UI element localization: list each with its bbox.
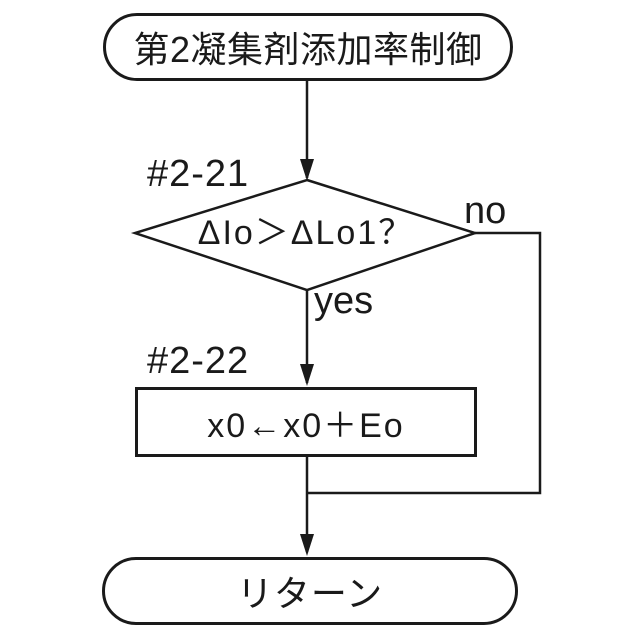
- process-step-id: #2-22: [147, 340, 250, 382]
- start-label: 第2凝集剤添加率制御: [133, 29, 483, 70]
- decision-diamond: [130, 178, 480, 292]
- arrowhead-into-end-icon: [300, 534, 314, 556]
- process-box: x0←x0＋Eo: [135, 387, 477, 457]
- decision-condition: ΔIo＞ΔLo1？: [197, 214, 415, 252]
- return-label: リターン: [236, 573, 384, 614]
- branch-label-no: no: [464, 190, 507, 232]
- return-terminal: リターン: [102, 557, 518, 625]
- start-terminal: 第2凝集剤添加率制御: [103, 13, 513, 81]
- no-branch-line: [307, 231, 542, 495]
- arrowhead-into-decision-icon: [300, 159, 314, 181]
- decision-step-id: #2-21: [147, 153, 250, 195]
- arrowhead-into-process-icon: [300, 364, 314, 386]
- branch-label-yes: yes: [314, 280, 374, 322]
- process-expression: x0←x0＋Eo: [207, 406, 405, 445]
